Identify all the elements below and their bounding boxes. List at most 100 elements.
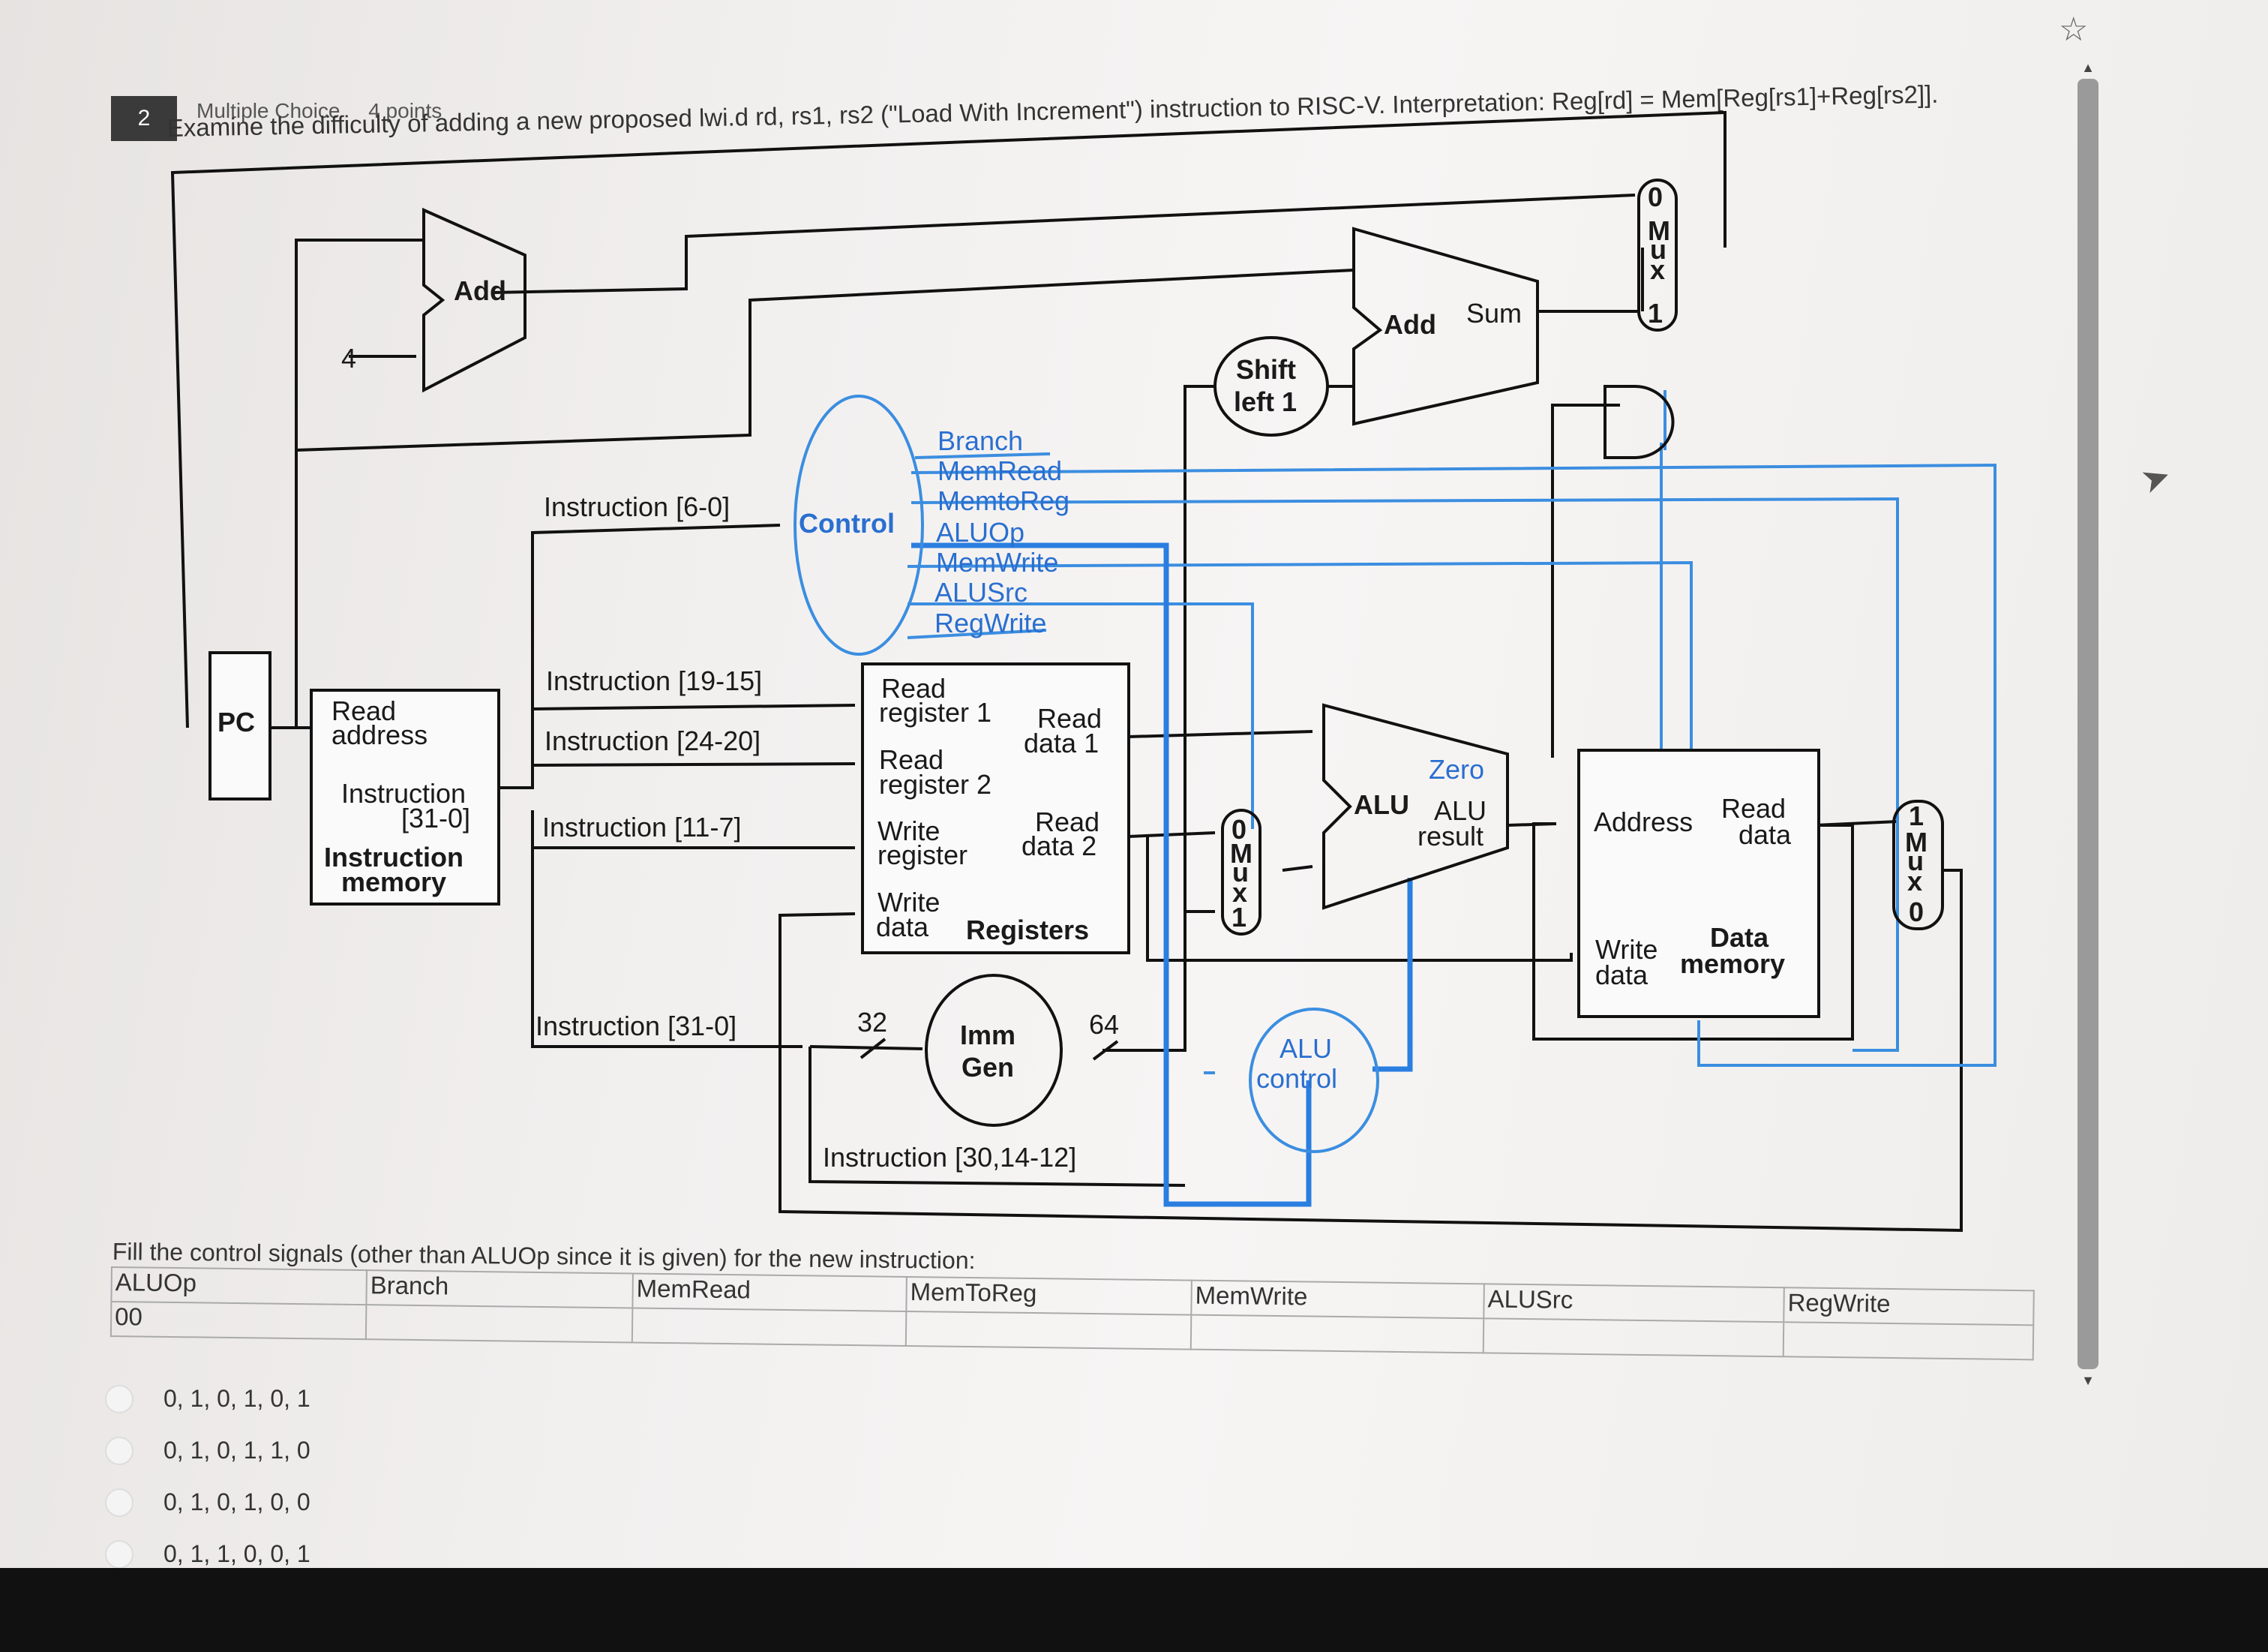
svg-text:Read: Read (879, 744, 944, 775)
svg-text:data 2: data 2 (1022, 831, 1096, 861)
option-2-label: 0, 1, 0, 1, 1, 0 (164, 1437, 310, 1464)
option-4[interactable]: 0, 1, 1, 0, 0, 1 (105, 1528, 310, 1580)
svg-text:x: x (1650, 254, 1665, 285)
instr-11-7: Instruction [11-7] (542, 812, 741, 843)
instr-30-14-12: Instruction [30,14-12] (823, 1142, 1076, 1173)
svg-text:u: u (1650, 234, 1666, 265)
signal-memread: MemRead (938, 455, 1062, 486)
svg-text:u: u (1907, 846, 1924, 876)
scroll-up-icon[interactable]: ▲ (2081, 60, 2095, 75)
svg-text:Read: Read (332, 695, 396, 726)
svg-text:0: 0 (1232, 814, 1246, 845)
signal-aluop: ALUOp (936, 517, 1024, 548)
branch-and-gate (1604, 385, 1675, 459)
register-file (861, 662, 1130, 954)
svg-text:Imm: Imm (960, 1020, 1016, 1050)
svg-text:address: address (332, 719, 428, 750)
alu (1322, 703, 1509, 910)
svg-text:memory: memory (1680, 948, 1785, 979)
question-points: 4 points (368, 99, 442, 122)
svg-text:Add: Add (454, 275, 506, 306)
svg-text:M: M (1905, 827, 1928, 858)
imm-gen (925, 974, 1063, 1127)
bookmark-star-icon[interactable]: ☆ (2059, 11, 2089, 48)
pc-label: PC (218, 707, 255, 737)
svg-text:left 1: left 1 (1234, 386, 1297, 417)
branch-adder (1352, 227, 1539, 426)
svg-text:Read: Read (1721, 793, 1786, 824)
option-3-radio[interactable] (105, 1488, 134, 1517)
svg-text:Gen: Gen (962, 1052, 1014, 1083)
svg-text:Instruction: Instruction (341, 778, 466, 809)
question-number: 2 (111, 96, 177, 141)
svg-text:4: 4 (341, 343, 356, 374)
wire-pc-loop (170, 110, 1726, 728)
svg-text:Sum: Sum (1466, 298, 1522, 329)
svg-text:ALU: ALU (1354, 789, 1409, 820)
svg-text:Zero: Zero (1429, 754, 1484, 785)
monitor-bezel (0, 1568, 2268, 1652)
instr-6-0: Instruction [6-0] (544, 491, 730, 522)
header-aluop: ALUOp (111, 1267, 367, 1305)
alusrc-mux (1221, 809, 1262, 936)
option-1-radio[interactable] (105, 1384, 134, 1413)
pc-register (208, 651, 272, 800)
cell-memread (632, 1308, 907, 1346)
svg-text:M: M (1648, 215, 1670, 246)
svg-text:data: data (876, 912, 929, 942)
svg-text:Control: Control (799, 508, 895, 539)
svg-text:u: u (1232, 857, 1249, 888)
pc-adder (422, 207, 526, 393)
svg-text:1: 1 (1909, 800, 1924, 831)
svg-text:32: 32 (857, 1007, 887, 1038)
svg-text:data 1: data 1 (1024, 728, 1099, 758)
svg-text:register 1: register 1 (879, 697, 992, 728)
pc-mux (1637, 179, 1678, 332)
option-2-radio[interactable] (105, 1436, 134, 1465)
svg-text:memory: memory (341, 867, 446, 897)
scroll-down-icon[interactable]: ▼ (2081, 1373, 2095, 1388)
signal-memwrite: MemWrite (936, 547, 1058, 578)
header-memtoreg: MemToReg (906, 1276, 1192, 1315)
header-branch: Branch (366, 1270, 633, 1308)
svg-text:Read: Read (1035, 806, 1100, 837)
question-meta: Multiple Choice 4 points (196, 99, 464, 123)
instr-24-20: Instruction [24-20] (544, 725, 760, 756)
header-alusrc: ALUSrc (1484, 1284, 1784, 1323)
option-4-radio[interactable] (105, 1539, 134, 1569)
option-4-label: 0, 1, 1, 0, 0, 1 (164, 1540, 310, 1567)
svg-text:Registers: Registers (966, 915, 1089, 945)
svg-text:control: control (1256, 1063, 1337, 1094)
svg-text:Instruction: Instruction (324, 842, 464, 873)
instr-31-0: Instruction [31-0] (536, 1011, 736, 1041)
svg-text:data: data (1738, 819, 1792, 850)
svg-text:1: 1 (1232, 902, 1246, 933)
svg-text:Address: Address (1594, 806, 1693, 837)
svg-text:Write: Write (878, 887, 940, 918)
cell-branch (365, 1305, 633, 1343)
cell-alusrc (1483, 1318, 1784, 1357)
data-memory (1577, 749, 1820, 1018)
scrollbar[interactable] (2078, 79, 2098, 1369)
svg-text:64: 64 (1089, 1009, 1119, 1040)
svg-text:result: result (1418, 821, 1484, 852)
svg-text:register 2: register 2 (879, 769, 992, 800)
svg-text:ALU: ALU (1434, 795, 1486, 826)
option-1-label: 0, 1, 0, 1, 0, 1 (164, 1385, 310, 1412)
svg-text:Write: Write (878, 815, 940, 846)
header-memwrite: MemWrite (1191, 1280, 1484, 1319)
option-1[interactable]: 0, 1, 0, 1, 0, 1 (105, 1373, 310, 1425)
signal-regwrite: RegWrite (934, 608, 1046, 638)
instruction-memory (310, 689, 500, 906)
option-3-label: 0, 1, 0, 1, 0, 0 (164, 1488, 310, 1515)
svg-text:ALU: ALU (1280, 1033, 1332, 1064)
svg-text:Read: Read (1037, 703, 1102, 734)
memtoreg-mux (1892, 800, 1944, 930)
option-3[interactable]: 0, 1, 0, 1, 0, 0 (105, 1476, 310, 1528)
option-2[interactable]: 0, 1, 0, 1, 1, 0 (105, 1425, 310, 1476)
cell-memwrite (1190, 1314, 1484, 1353)
svg-text:[31-0]: [31-0] (401, 803, 470, 834)
datapath-diagram: PC Add 4 Add Sum Shift left 1 0 1 M u x … (170, 110, 1996, 1233)
signal-branch: Branch (938, 425, 1023, 456)
instr-19-15: Instruction [19-15] (546, 665, 762, 696)
